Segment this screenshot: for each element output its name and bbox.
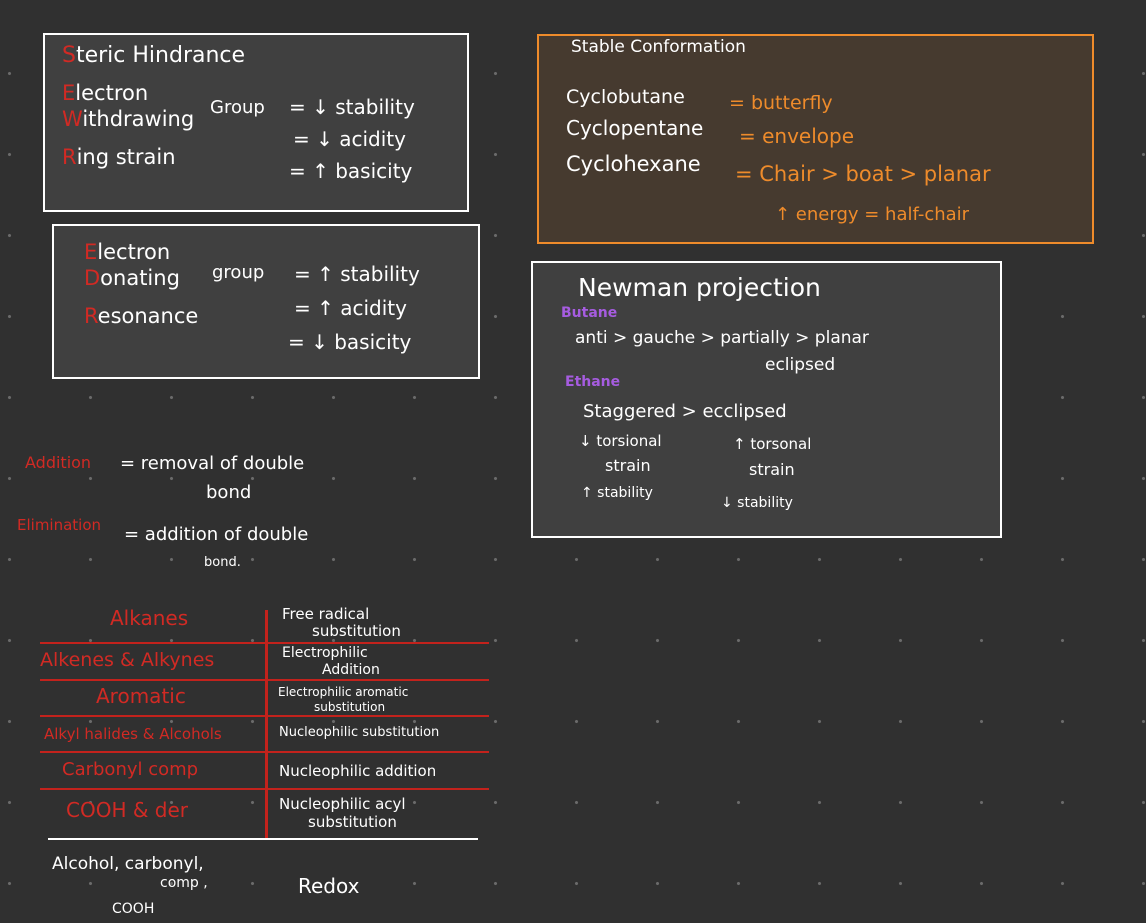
addition-label: Addition: [25, 453, 92, 472]
effect-acidity-up: = ↑ acidity: [294, 296, 407, 320]
ring-strain-line: Ring strain: [62, 145, 176, 169]
table-vertical-divider: [265, 610, 268, 838]
table-group-aromatic: Aromatic: [96, 684, 186, 708]
elimination-label: Elimination: [17, 516, 102, 534]
eclipsed-torsional: ↑ torsonal: [733, 435, 812, 453]
effect-stability-down: = ↓ stability: [289, 95, 415, 119]
group-label: Group: [210, 97, 265, 118]
ethane-label: Ethane: [565, 374, 621, 390]
electron-line: Electron: [84, 240, 171, 264]
steric-ewg-box: Steric Hindrance Electron Withdrawing Ri…: [43, 33, 469, 212]
eclipsed-strain: strain: [749, 460, 795, 479]
butane-order: anti > gauche > partially > planar: [575, 328, 869, 348]
steric-hindrance-line: Steric Hindrance: [62, 43, 246, 68]
addition-text-2: bond: [206, 482, 252, 503]
effect-acidity-down: = ↓ acidity: [293, 127, 406, 151]
butane-label: Butane: [561, 305, 618, 321]
edg-box: Electron Donating Resonance group = ↑ st…: [52, 224, 480, 379]
table-reaction-alkanes-2: substitution: [312, 622, 401, 640]
table-group-carbonyl: Carbonyl comp: [62, 759, 199, 780]
newman-title: Newman projection: [578, 273, 821, 302]
conformation-box: Stable Conformation Cyclobutane = butter…: [537, 34, 1094, 244]
table-row-divider: [40, 679, 489, 681]
donating-line: Donating: [84, 266, 180, 290]
elimination-text-2: bond.: [204, 555, 241, 570]
redox-left-line2: comp ,: [160, 875, 208, 891]
table-group-alkenes: Alkenes & Alkynes: [40, 649, 215, 671]
table-reaction-carbonyl: Nucleophilic addition: [279, 762, 437, 780]
effect-basicity-up: = ↑ basicity: [289, 159, 413, 183]
effect-stability-up: = ↑ stability: [294, 262, 420, 286]
staggered-strain: strain: [605, 456, 651, 475]
ethane-order: Staggered > ecclipsed: [583, 401, 787, 422]
effect-basicity-down: = ↓ basicity: [288, 330, 412, 354]
staggered-torsional: ↓ torsional: [579, 432, 662, 450]
table-reaction-aromatic-2: substitution: [314, 700, 386, 714]
addition-text: = removal of double: [120, 453, 305, 474]
table-reaction-cooh-2: substitution: [308, 813, 397, 831]
table-group-alkanes: Alkanes: [110, 606, 189, 630]
table-group-cooh: COOH & der: [66, 798, 189, 822]
redox-left-line3: COOH: [112, 901, 155, 917]
butane-eclipsed: eclipsed: [765, 355, 836, 375]
withdrawing-line: Withdrawing: [62, 107, 195, 131]
elimination-text: = addition of double: [124, 524, 309, 545]
table-row-divider: [40, 788, 489, 790]
table-reaction-aromatic: Electrophilic aromatic: [278, 685, 409, 699]
eclipsed-stability: ↓ stability: [721, 495, 793, 511]
conformation-title: Stable Conformation: [571, 37, 746, 57]
cyclopentane-value: = envelope: [739, 124, 855, 148]
cyclohexane-value: = Chair > boat > planar: [735, 162, 991, 186]
cyclobutane-value: = butterfly: [729, 92, 833, 114]
table-reaction-alkenes: Electrophilic: [282, 645, 368, 661]
table-bottom-line: [48, 838, 478, 840]
redox-left-line1: Alcohol, carbonyl,: [52, 854, 204, 874]
table-reaction-alkenes-2: Addition: [322, 662, 380, 678]
newman-box: Newman projection Butane anti > gauche >…: [531, 261, 1002, 538]
staggered-stability: ↑ stability: [581, 485, 653, 501]
table-row-divider: [40, 751, 489, 753]
table-reaction-alkyl-halides: Nucleophilic substitution: [279, 725, 440, 740]
table-reaction-cooh: Nucleophilic acyl: [279, 795, 406, 813]
cyclohexane-label: Cyclohexane: [566, 152, 701, 176]
group-label: group: [212, 262, 265, 283]
cyclopentane-label: Cyclopentane: [566, 116, 704, 140]
resonance-line: Resonance: [84, 304, 199, 328]
redox-label: Redox: [298, 874, 360, 898]
half-chair-value: ↑ energy = half-chair: [775, 204, 970, 225]
table-row-divider: [40, 642, 489, 644]
cyclobutane-label: Cyclobutane: [566, 86, 685, 108]
table-group-alkyl-halides: Alkyl halides & Alcohols: [44, 725, 222, 743]
table-row-divider: [40, 715, 489, 717]
table-reaction-alkanes: Free radical: [282, 605, 370, 623]
electron-line: Electron: [62, 81, 149, 105]
